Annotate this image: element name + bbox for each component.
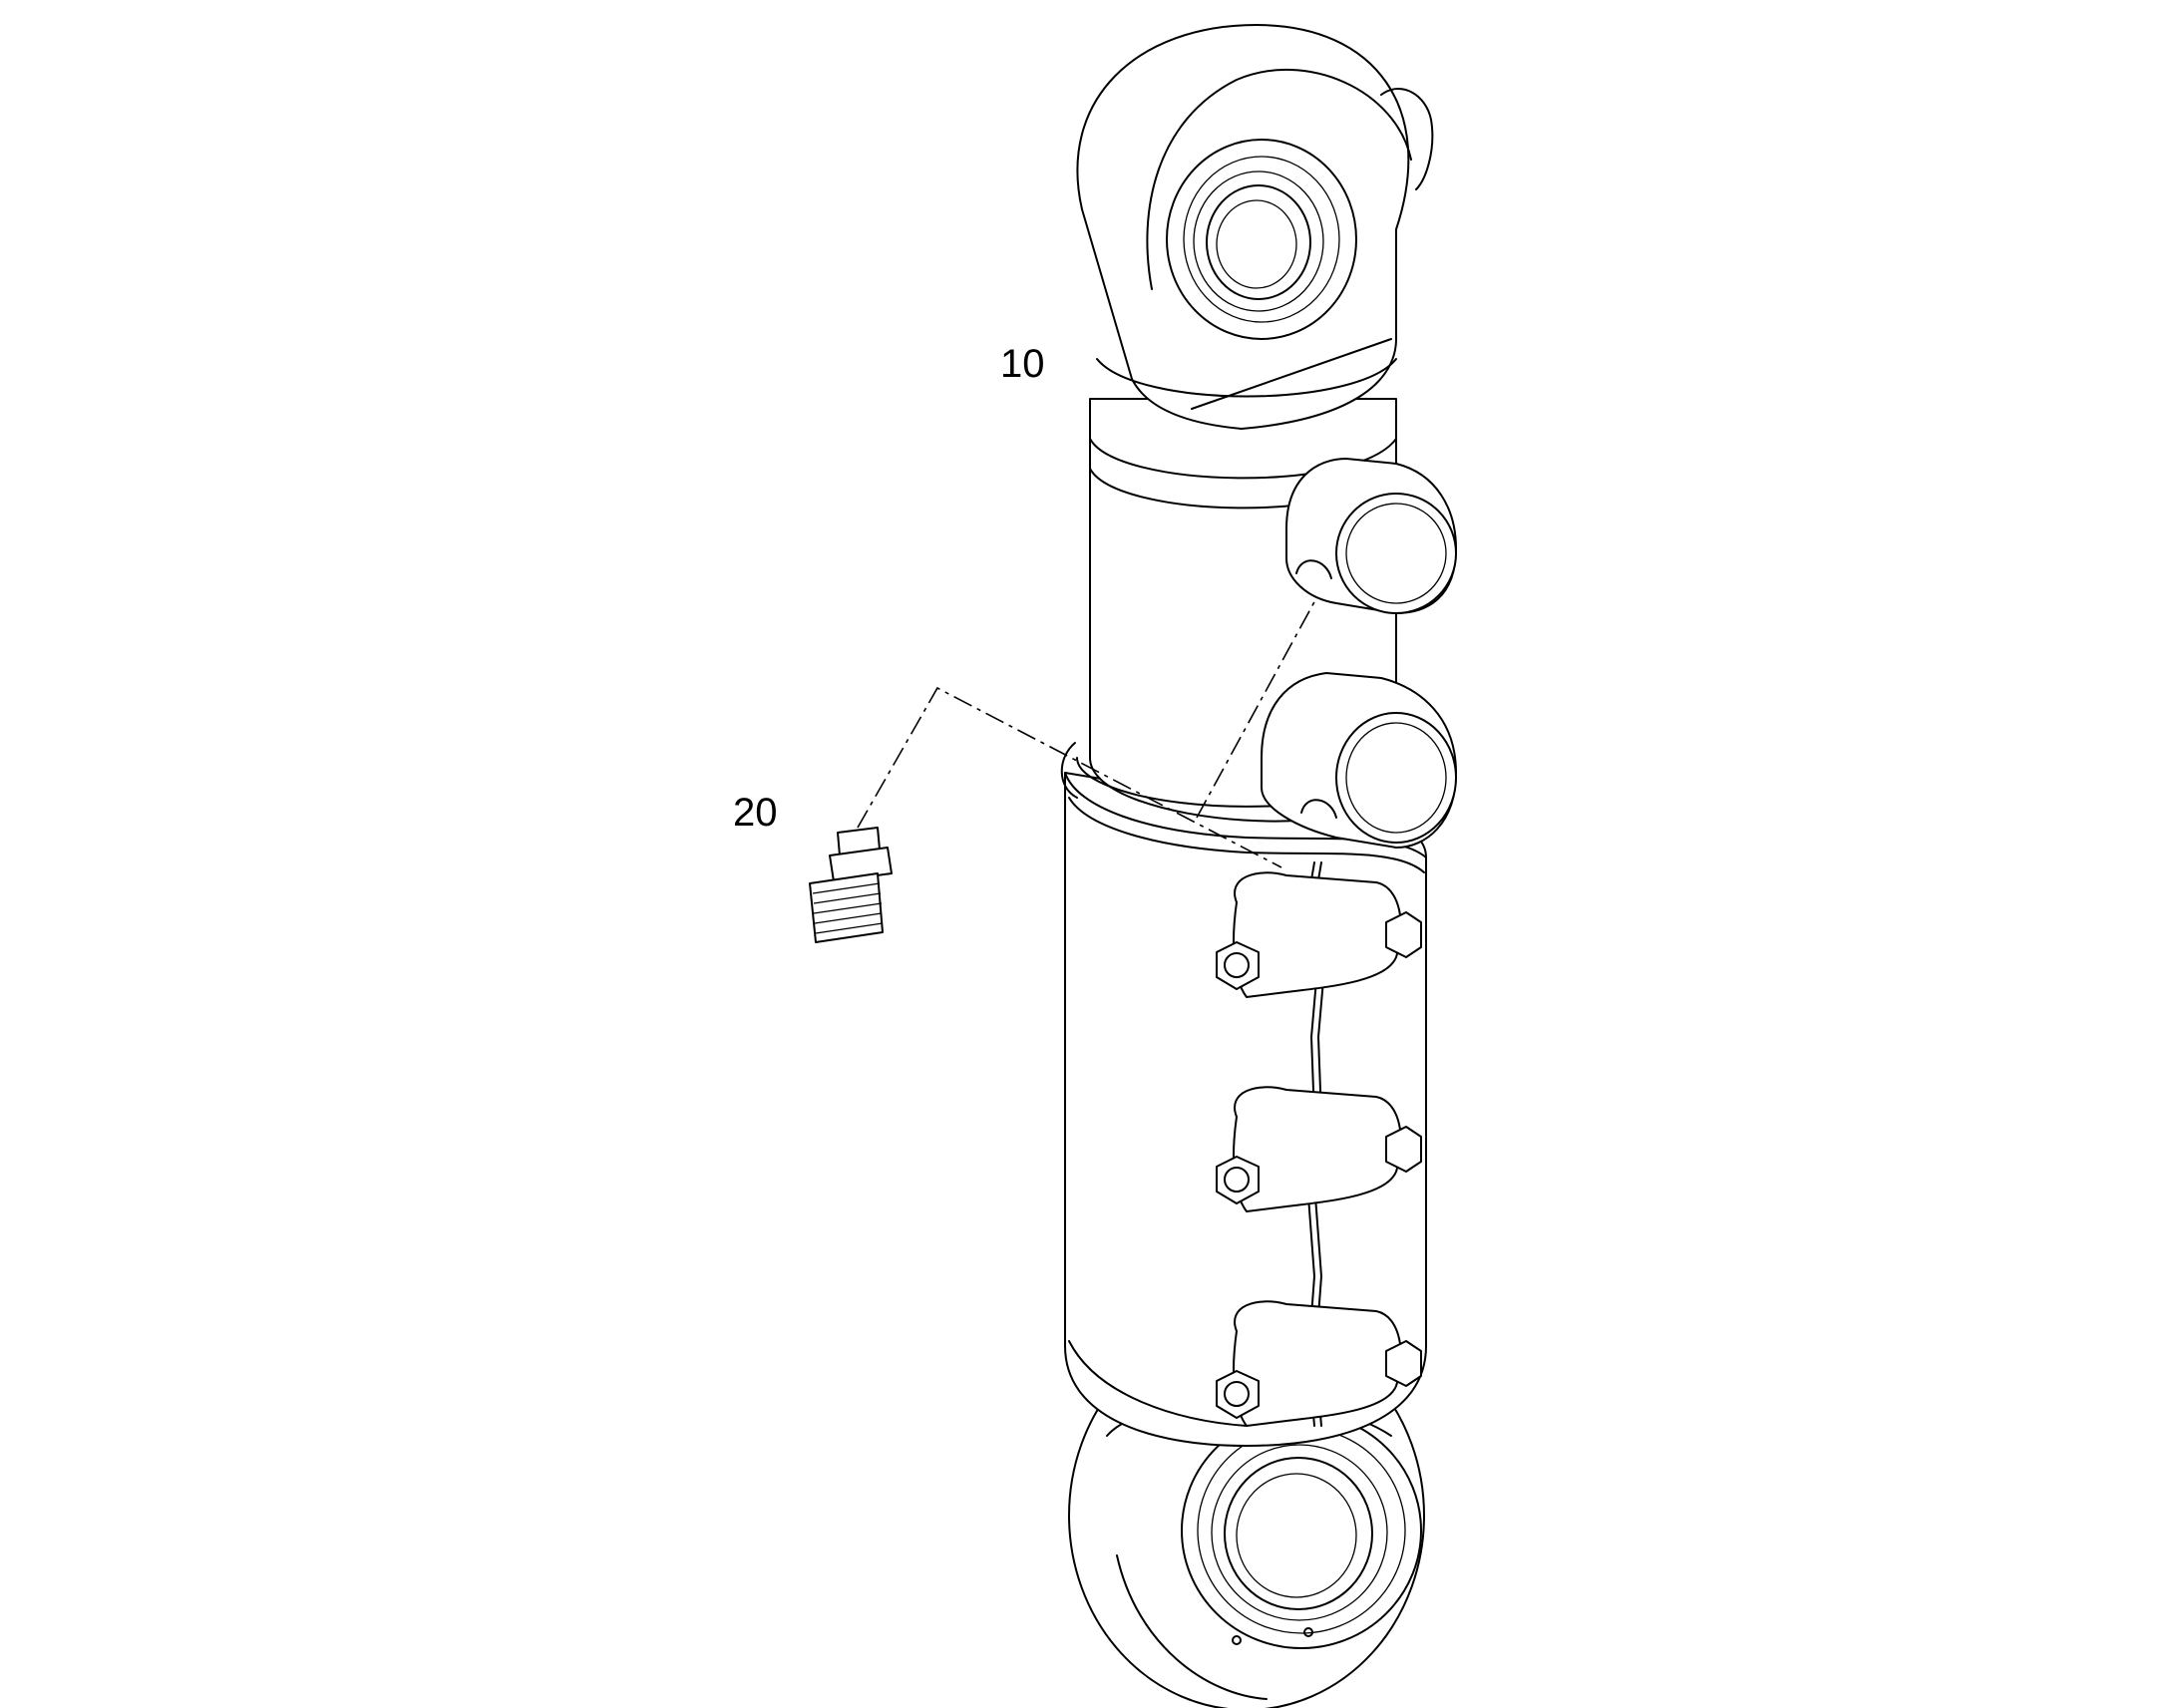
mounting-clamp-2 bbox=[1216, 1086, 1422, 1212]
hydraulic-cylinder-assembly bbox=[1060, 24, 1457, 1708]
upper-rod-eye bbox=[1076, 24, 1434, 430]
hydraulic-port-lower bbox=[1261, 672, 1457, 849]
mounting-clamp-3 bbox=[1216, 1300, 1422, 1427]
callout-20: 20 bbox=[733, 791, 778, 835]
hydraulic-port-upper bbox=[1285, 458, 1457, 614]
callout-10: 10 bbox=[1000, 342, 1045, 386]
hydraulic-fitting bbox=[809, 827, 893, 943]
mounting-clamp-1 bbox=[1216, 871, 1422, 998]
assembly-leader-lines bbox=[857, 597, 1317, 868]
